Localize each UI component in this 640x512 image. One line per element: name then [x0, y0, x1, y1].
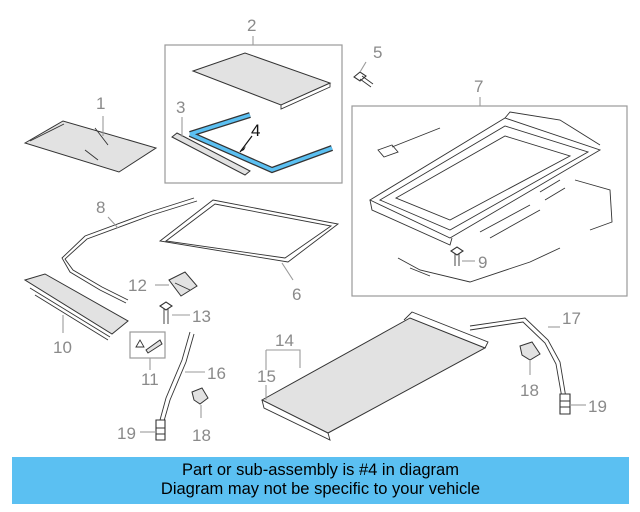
callout-2: 2 — [247, 16, 256, 35]
callout-4: 4 — [251, 121, 260, 140]
leader-5 — [359, 61, 367, 73]
part-3-strip — [171, 132, 251, 176]
leader-6 — [281, 262, 294, 281]
callout-14: 14 — [275, 331, 294, 350]
part-6-glass-seal — [158, 199, 340, 263]
part-13-screw — [159, 301, 173, 324]
callout-7: 7 — [474, 77, 483, 96]
part-8-seal — [61, 197, 198, 304]
part-18-clip-right — [519, 341, 541, 361]
part-11-kit — [135, 339, 163, 354]
callout-12: 12 — [128, 276, 147, 295]
callout-3: 3 — [176, 98, 185, 117]
callout-19-left: 19 — [117, 424, 136, 443]
part-14-sunshade — [260, 311, 489, 441]
info-banner: Part or sub-assembly is #4 in diagram Di… — [12, 457, 629, 504]
box-part-7 — [351, 105, 628, 297]
part-18-clip-left — [191, 387, 209, 405]
callout-11: 11 — [141, 370, 159, 389]
part-16-drain-tube — [159, 331, 195, 422]
callout-19-right: 19 — [588, 397, 607, 416]
part-10-deflector — [23, 273, 129, 341]
callout-6: 6 — [292, 285, 301, 304]
leader-8 — [107, 216, 119, 229]
part-19-end-right — [559, 393, 571, 415]
part-1-glass — [23, 120, 158, 173]
part-17-drain-tube — [469, 317, 567, 399]
callout-1: 1 — [96, 94, 105, 113]
callout-5: 5 — [373, 43, 382, 62]
callout-16: 16 — [207, 364, 226, 383]
box-part-11 — [129, 331, 166, 359]
callout-18-right: 18 — [520, 381, 539, 400]
part-7-sunroof-frame — [369, 111, 613, 283]
callout-17: 17 — [562, 309, 581, 328]
banner-line-1: Part or sub-assembly is #4 in diagram — [182, 461, 459, 479]
part-9-bolt — [450, 246, 464, 266]
part-5-bolt — [353, 71, 374, 88]
callout-15: 15 — [257, 367, 276, 386]
part-12-motor — [168, 271, 198, 297]
leader-4-arrowhead — [240, 146, 246, 152]
leader-4 — [239, 135, 253, 153]
callout-13: 13 — [192, 307, 211, 326]
callout-9: 9 — [478, 253, 487, 272]
leader-14 — [265, 349, 301, 370]
part-4-seal-highlighted — [188, 112, 334, 174]
callout-8: 8 — [96, 198, 105, 217]
part-19-end-left — [155, 419, 166, 441]
banner-line-2: Diagram may not be specific to your vehi… — [160, 480, 481, 498]
part-2-sunshade-panel — [191, 52, 332, 110]
callout-18-left: 18 — [192, 426, 211, 445]
callout-10: 10 — [53, 338, 72, 357]
